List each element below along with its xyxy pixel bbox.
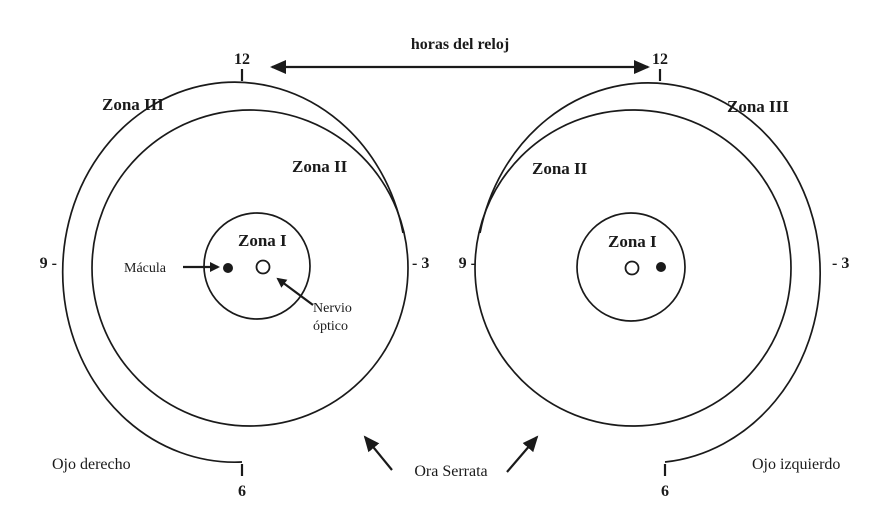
left-eye-zone1-label: Zona I [608, 232, 657, 251]
left-eye-zone1-circle [576, 212, 686, 322]
right-eye-diagram: 12 6 9 - - 3 Zona III Zona II Zona I Mác… [40, 51, 430, 500]
left-eye-clock-6: 6 [661, 483, 669, 500]
ora-serrata-label: Ora Serrata [414, 463, 487, 480]
left-eye-clock-12: 12 [652, 51, 668, 68]
left-eye-zone2-label: Zona II [532, 159, 588, 178]
left-eye-zone3-label: Zona III [727, 97, 789, 116]
left-eye-diagram: 12 6 9 - - 3 Zona III Zona II Zona I Ojo… [459, 51, 850, 500]
right-eye-optic-nerve-arrow [276, 277, 314, 306]
ora-serrata-group: Ora Serrata [363, 435, 539, 480]
clock-hours-group: horas del reloj [270, 36, 650, 74]
left-eye-caption: Ojo izquierdo [752, 456, 840, 473]
left-eye-zone3-arc [479, 82, 821, 463]
right-eye-optic-nerve-disc [255, 259, 271, 275]
left-eye-zone2-circle [474, 109, 792, 427]
right-eye-macula-dot [223, 263, 233, 273]
right-eye-caption: Ojo derecho [52, 456, 131, 473]
left-eye-macula-dot [656, 262, 666, 272]
ora-serrata-arrow-left-eye [506, 435, 539, 473]
left-eye-clock-3: - 3 [832, 255, 849, 272]
right-eye-clock-12: 12 [234, 51, 250, 68]
left-eye-clock-9: 9 - [459, 255, 476, 272]
right-eye-optic-nerve-label-line1: Nervio [313, 301, 352, 316]
right-eye-zone2-label: Zona II [292, 157, 348, 176]
right-eye-zone2-circle [91, 109, 409, 427]
clock-hours-label: horas del reloj [411, 36, 509, 53]
right-eye-clock-6: 6 [238, 483, 246, 500]
left-eye-optic-nerve-disc [624, 260, 640, 276]
right-eye-macula-label: Mácula [124, 261, 167, 276]
right-eye-zone3-arc [61, 81, 404, 463]
right-eye-optic-nerve-label-line2: óptico [313, 319, 348, 334]
right-eye-zone3-label: Zona III [102, 95, 164, 114]
right-eye-clock-3: - 3 [412, 255, 429, 272]
right-eye-zone1-label: Zona I [238, 231, 287, 250]
ora-serrata-arrow-right-eye [363, 435, 393, 471]
right-eye-clock-9: 9 - [40, 255, 57, 272]
